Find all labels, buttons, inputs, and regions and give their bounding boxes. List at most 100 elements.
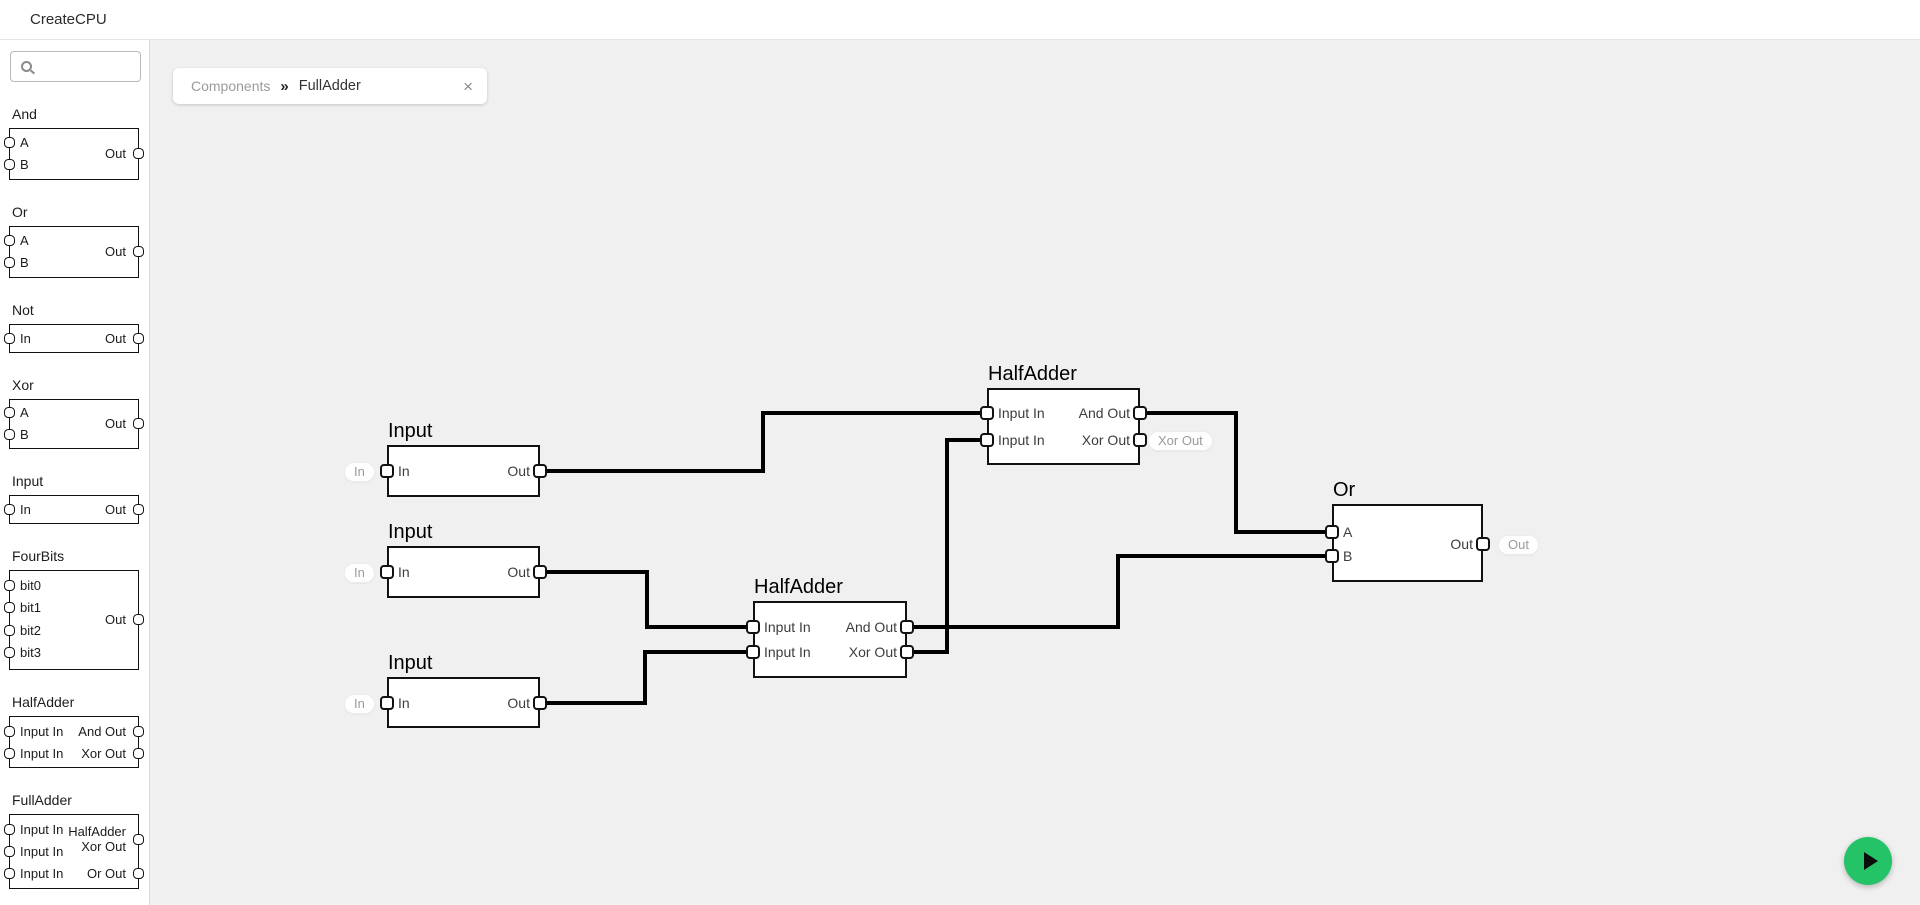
- sidebar-component-label: And: [12, 106, 37, 122]
- wire[interactable]: [540, 411, 987, 473]
- port-value-badge: In: [344, 563, 375, 583]
- port-label: Xor Out: [848, 644, 897, 660]
- port-in[interactable]: [380, 464, 394, 478]
- port-label: In: [398, 463, 410, 479]
- port-value-badge: Out: [1498, 535, 1539, 555]
- port-input-in[interactable]: [746, 645, 760, 659]
- node-halfadder-top[interactable]: [987, 388, 1140, 465]
- port-value-badge: Xor Out: [1148, 431, 1213, 451]
- port-connector[interactable]: [133, 418, 144, 429]
- port-xor-out[interactable]: [1133, 433, 1147, 447]
- wire[interactable]: [907, 438, 987, 654]
- port-out[interactable]: [533, 464, 547, 478]
- node-input-2[interactable]: [387, 546, 540, 598]
- app-title: CreateCPU: [30, 11, 107, 28]
- port-a[interactable]: [1325, 525, 1339, 539]
- port-input-in[interactable]: [980, 406, 994, 420]
- port-value-badge: In: [344, 462, 375, 482]
- port-label: bit1: [20, 600, 41, 615]
- port-connector[interactable]: [133, 333, 144, 344]
- port-connector[interactable]: [4, 159, 15, 170]
- port-label: Input In: [20, 822, 64, 837]
- port-connector[interactable]: [4, 602, 15, 613]
- port-out[interactable]: [1476, 537, 1490, 551]
- port-out[interactable]: [533, 565, 547, 579]
- port-connector[interactable]: [133, 868, 144, 879]
- port-xor-out[interactable]: [900, 645, 914, 659]
- port-in[interactable]: [380, 696, 394, 710]
- wire[interactable]: [540, 570, 753, 629]
- port-connector[interactable]: [4, 235, 15, 246]
- port-input-in[interactable]: [980, 433, 994, 447]
- port-connector[interactable]: [133, 748, 144, 759]
- port-label: Out: [105, 416, 126, 431]
- port-connector[interactable]: [4, 407, 15, 418]
- play-button[interactable]: [1844, 837, 1892, 885]
- port-out[interactable]: [533, 696, 547, 710]
- port-connector[interactable]: [133, 726, 144, 737]
- port-connector[interactable]: [4, 137, 15, 148]
- port-label: Out: [105, 612, 126, 627]
- wire[interactable]: [1140, 411, 1332, 534]
- wire[interactable]: [907, 554, 1332, 629]
- port-connector[interactable]: [133, 504, 144, 515]
- node-title: HalfAdder: [988, 363, 1077, 385]
- port-connector[interactable]: [4, 726, 15, 737]
- close-icon[interactable]: ×: [463, 76, 473, 96]
- port-label: Input In: [764, 644, 811, 660]
- port-connector[interactable]: [4, 824, 15, 835]
- port-label: Xor Out: [81, 746, 126, 761]
- node-halfadder-bottom[interactable]: [753, 601, 907, 678]
- port-connector[interactable]: [4, 504, 15, 515]
- port-connector[interactable]: [4, 429, 15, 440]
- port-connector[interactable]: [133, 834, 144, 845]
- port-and-out[interactable]: [1133, 406, 1147, 420]
- port-connector[interactable]: [4, 580, 15, 591]
- port-label: A: [20, 405, 29, 420]
- port-connector[interactable]: [4, 257, 15, 268]
- port-label: HalfAdder Xor Out: [68, 824, 126, 854]
- node-title: HalfAdder: [754, 576, 843, 598]
- port-connector[interactable]: [4, 333, 15, 344]
- sidebar-component-label: FullAdder: [12, 792, 72, 808]
- port-label: Out: [1450, 536, 1473, 552]
- wire[interactable]: [540, 650, 753, 705]
- sidebar-component-label: HalfAdder: [12, 694, 75, 710]
- port-label: Out: [507, 695, 530, 711]
- port-b[interactable]: [1325, 549, 1339, 563]
- port-input-in[interactable]: [746, 620, 760, 634]
- port-connector[interactable]: [4, 647, 15, 658]
- node-title: Input: [388, 420, 433, 442]
- port-label: A: [20, 233, 29, 248]
- search-box[interactable]: [10, 51, 141, 82]
- port-connector[interactable]: [4, 846, 15, 857]
- port-connector[interactable]: [4, 748, 15, 759]
- port-label: B: [20, 427, 29, 442]
- port-in[interactable]: [380, 565, 394, 579]
- port-connector[interactable]: [4, 868, 15, 879]
- port-label: Out: [105, 146, 126, 161]
- breadcrumb-components[interactable]: Components: [191, 78, 271, 94]
- port-and-out[interactable]: [900, 620, 914, 634]
- port-connector[interactable]: [133, 614, 144, 625]
- port-connector[interactable]: [133, 246, 144, 257]
- port-label: B: [20, 157, 29, 172]
- search-input[interactable]: [39, 54, 129, 79]
- port-value-badge: In: [344, 694, 375, 714]
- port-label: In: [20, 331, 31, 346]
- port-connector[interactable]: [4, 625, 15, 636]
- tab-fulladder[interactable]: Components » FullAdder ×: [173, 68, 487, 104]
- port-connector[interactable]: [133, 148, 144, 159]
- chevron-double-right-icon: »: [280, 77, 289, 95]
- sidebar-component-label: Or: [12, 204, 28, 220]
